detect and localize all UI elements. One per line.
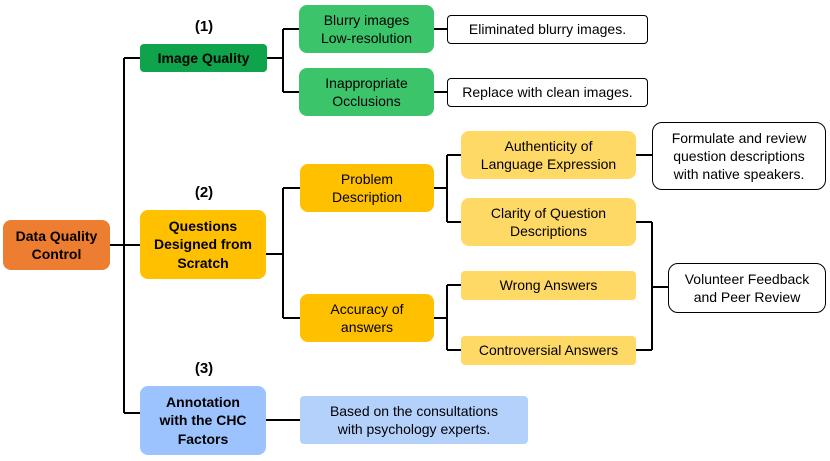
volunteer-feedback-action: Volunteer Feedback and Peer Review <box>668 263 826 313</box>
questions-node: Questions Designed from Scratch <box>140 210 266 279</box>
section-number-1: (1) <box>194 18 214 35</box>
image-quality-node: Image Quality <box>140 44 267 72</box>
authenticity-node: Authenticity of Language Expression <box>461 131 636 179</box>
replace-images-action: Replace with clean images. <box>447 78 648 107</box>
section-number-2: (2) <box>194 184 214 201</box>
wrong-answers-node: Wrong Answers <box>461 271 636 300</box>
accuracy-node: Accuracy of answers <box>300 294 434 342</box>
native-review-action: Formulate and review question descriptio… <box>652 122 826 190</box>
psychology-experts-note: Based on the consultations with psycholo… <box>300 396 528 444</box>
section-number-3: (3) <box>194 360 214 377</box>
clarity-node: Clarity of Question Descriptions <box>461 198 636 246</box>
controversial-answers-node: Controversial Answers <box>461 336 636 365</box>
eliminate-blurry-action: Eliminated blurry images. <box>447 15 648 44</box>
blurry-images-node: Blurry images Low-resolution <box>299 5 434 53</box>
occlusions-node: Inappropriate Occlusions <box>299 68 434 116</box>
problem-description-node: Problem Description <box>300 164 434 212</box>
annotation-node: Annotation with the CHC Factors <box>140 386 266 455</box>
root-node: Data Quality Control <box>3 220 110 270</box>
